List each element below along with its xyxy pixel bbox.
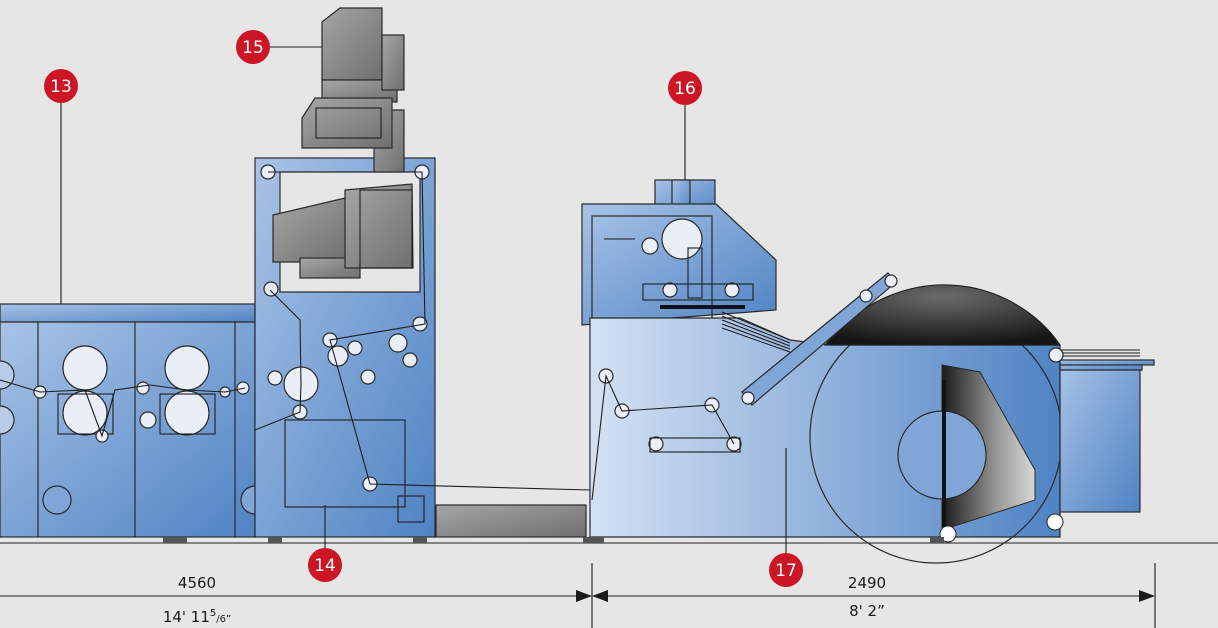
dim-left-imperial-rest: /6” — [216, 614, 231, 625]
sheeter-16 — [581, 179, 777, 327]
dimension-right — [592, 563, 1156, 628]
dim-right-imperial: 8' 2” — [849, 602, 885, 620]
callout-14-badge — [308, 548, 342, 582]
dim-left-metric: 4560 — [178, 574, 216, 592]
dim-left-imperial: 14' 115/6” — [163, 608, 231, 626]
dim-left-imperial-main: 14' 11 — [163, 608, 210, 626]
dimension-left — [0, 563, 593, 628]
callout-15-badge — [236, 30, 270, 64]
callout-16: 16 — [668, 71, 702, 105]
callout-17-label: 17 — [775, 561, 797, 581]
callout-17: 17 — [769, 553, 803, 587]
callout-13: 13 — [44, 69, 78, 103]
printing-unit-13 — [0, 303, 270, 543]
callout-16-badge — [668, 71, 702, 105]
callout-13-label: 13 — [50, 77, 72, 97]
callout-13-badge — [44, 69, 78, 103]
conveyor — [435, 504, 587, 538]
callout-15-label: 15 — [242, 38, 264, 58]
uv-unit — [272, 183, 414, 279]
callout-17-badge — [769, 553, 803, 587]
uv-lamp-15 — [301, 7, 405, 173]
callout-16-label: 16 — [674, 79, 696, 99]
stacker-17 — [589, 272, 1155, 564]
dim-left-imperial-sup: 5 — [210, 608, 216, 619]
callout-14-label: 14 — [314, 556, 336, 576]
callout-14: 14 — [308, 548, 342, 582]
dim-right-metric: 2490 — [848, 574, 886, 592]
callout-15: 15 — [236, 30, 270, 64]
